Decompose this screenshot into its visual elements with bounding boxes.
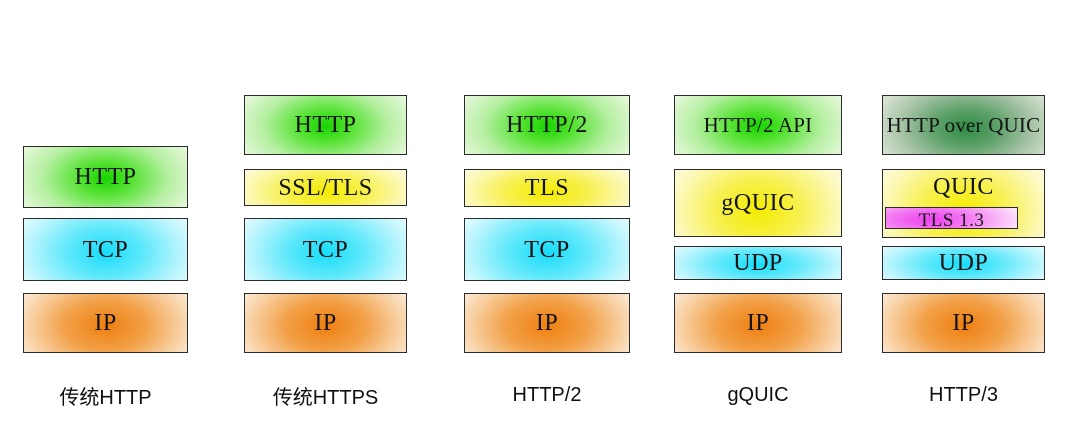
protocol-box-label: IP [746, 310, 770, 336]
protocol-box-label: UDP [733, 250, 783, 276]
protocol-box-label: HTTP/2 API [703, 112, 813, 137]
column-label-2: 传统HTTPS [272, 386, 379, 409]
column-label-3: HTTP/2 [512, 383, 582, 406]
protocol-box-tls: TLS [464, 169, 630, 207]
protocol-box-ip: IP [23, 293, 188, 353]
protocol-box-label: TCP [302, 236, 349, 263]
stack-column-1: HTTP TCP IP 传统HTTP [23, 0, 188, 432]
protocol-box-ip: IP [882, 293, 1045, 353]
protocol-box-label: TCP [82, 236, 129, 263]
protocol-box-label: QUIC [933, 174, 994, 200]
protocol-box-label: gQUIC [721, 190, 795, 216]
protocol-box-http-2: HTTP/2 [464, 95, 630, 155]
protocol-box-tcp: TCP [244, 218, 407, 281]
protocol-box-label: UDP [938, 250, 989, 276]
protocol-box-http-2-api: HTTP/2 API [674, 95, 842, 155]
protocol-box-udp: UDP [882, 246, 1045, 280]
protocol-box-tcp: TCP [464, 218, 630, 281]
protocol-box-label: HTTP [74, 164, 137, 190]
protocol-box-http: HTTP [23, 146, 188, 208]
column-label-1: 传统HTTP [59, 386, 152, 409]
protocol-box-label: HTTP over QUIC [886, 112, 1041, 137]
protocol-box-tcp: TCP [23, 218, 188, 281]
protocol-box-label: TLS 1.3 [918, 210, 985, 231]
protocol-box-quic: QUIC TLS 1.3 [882, 169, 1045, 238]
stack-column-4: HTTP/2 API gQUIC UDP IP gQUIC [674, 0, 842, 432]
protocol-box-label: TCP [524, 236, 570, 263]
protocol-box-ip: IP [244, 293, 407, 353]
protocol-box-udp: UDP [674, 246, 842, 280]
protocol-box-label: IP [535, 310, 559, 336]
protocol-box-http: HTTP [244, 95, 407, 155]
column-label-5: HTTP/3 [929, 383, 998, 406]
protocol-box-gquic: gQUIC [674, 169, 842, 237]
protocol-box-ssl-tls: SSL/TLS [244, 169, 407, 206]
protocol-box-label: IP [314, 310, 337, 336]
protocol-box-ip: IP [674, 293, 842, 353]
protocol-box-label: IP [952, 310, 975, 336]
protocol-box-ip: IP [464, 293, 630, 353]
protocol-box-label: TLS [524, 175, 570, 201]
protocol-box-tls-1-3: TLS 1.3 [885, 207, 1018, 231]
column-label-4: gQUIC [727, 383, 789, 406]
protocol-box-label: SSL/TLS [278, 174, 373, 201]
stack-column-2: HTTP SSL/TLS TCP IP 传统HTTPS [244, 0, 407, 432]
protocol-box-label: HTTP/2 [506, 112, 588, 138]
protocol-box-label: HTTP [294, 112, 357, 138]
protocol-box-label: IP [94, 310, 117, 336]
protocol-box-http-over-quic: HTTP over QUIC [882, 95, 1045, 155]
